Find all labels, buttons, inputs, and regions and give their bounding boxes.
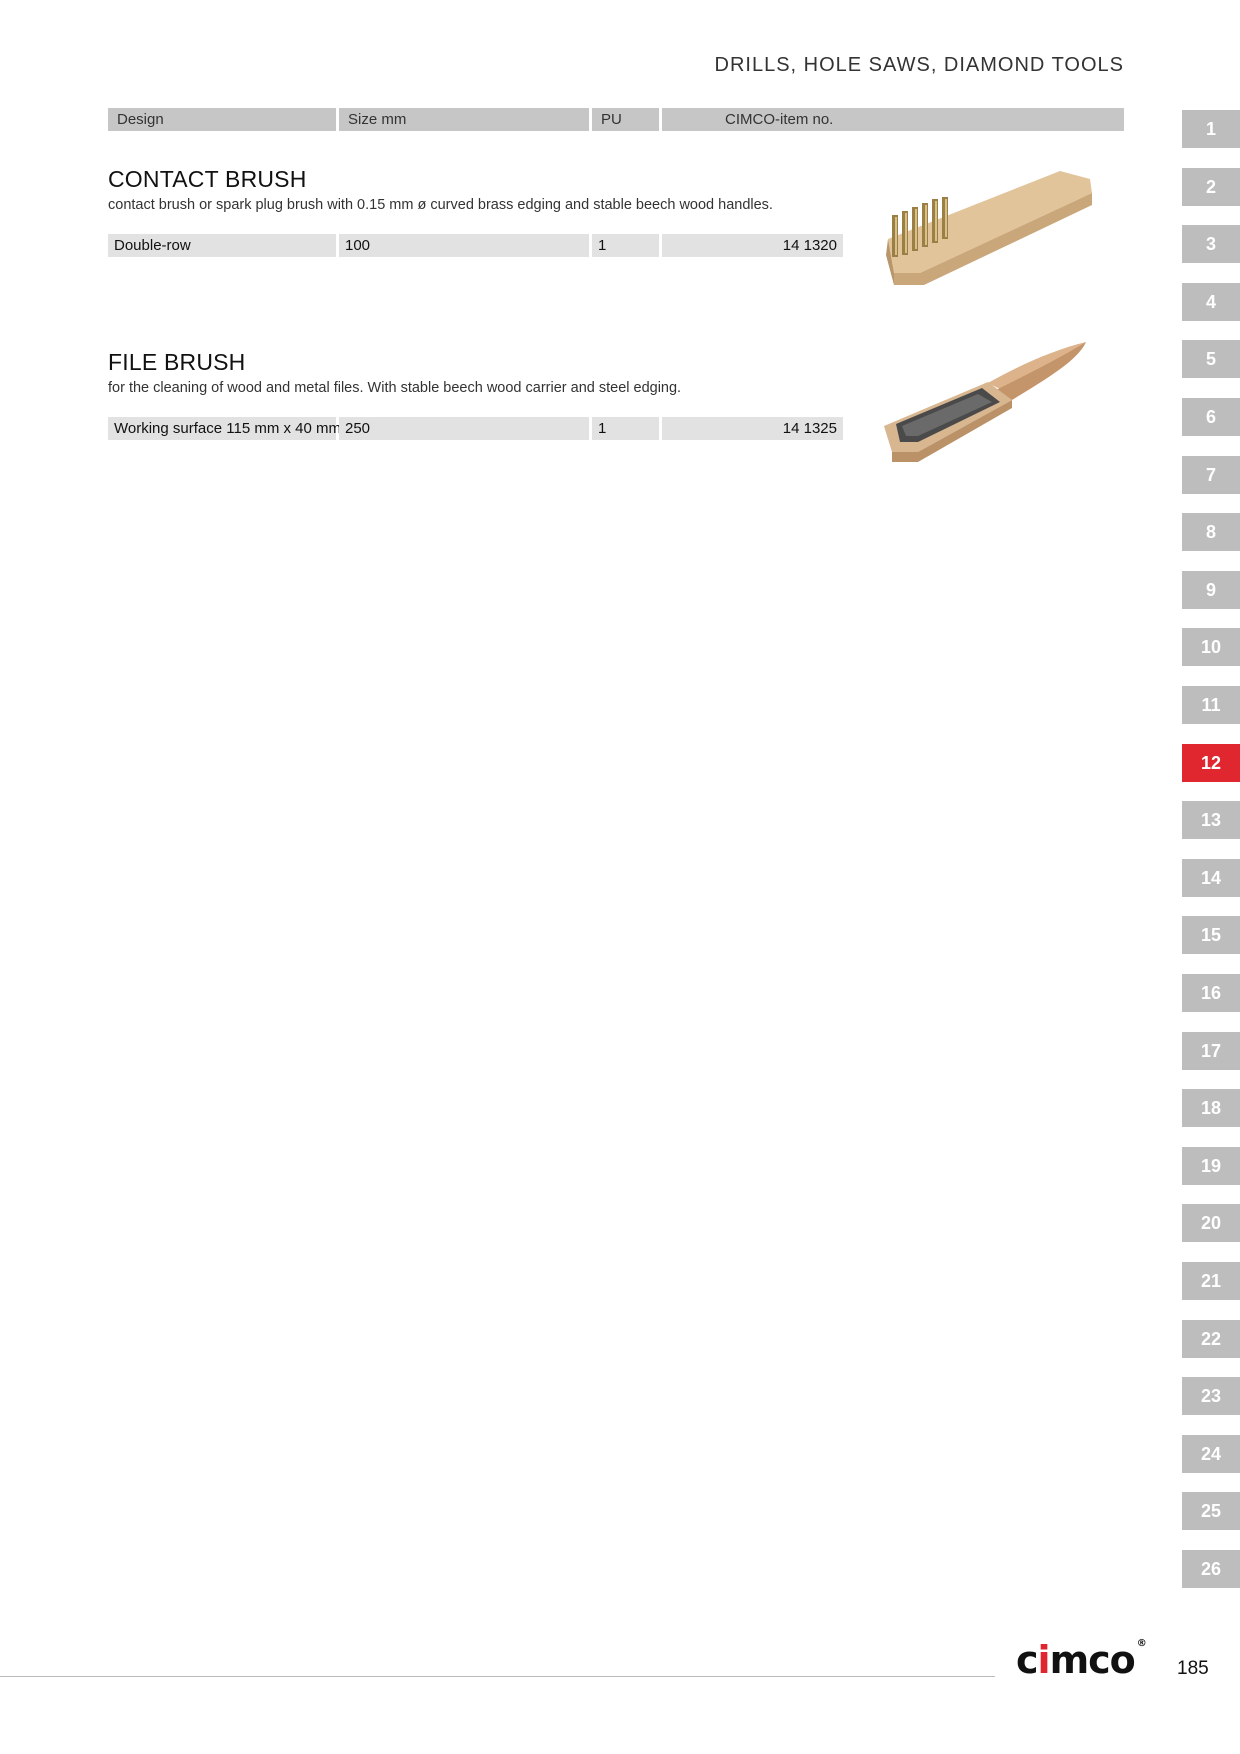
tab-7[interactable]: 7 bbox=[1182, 455, 1240, 494]
logo-letters-rest: mco bbox=[1049, 1638, 1136, 1682]
cell-design: Working surface 115 mm x 40 mm bbox=[108, 417, 341, 440]
product-title-contact-brush: CONTACT BRUSH bbox=[108, 166, 307, 192]
tab-25[interactable]: 25 bbox=[1182, 1492, 1240, 1531]
registered-mark: ® bbox=[1136, 1638, 1147, 1649]
logo-letter-c: c bbox=[1016, 1638, 1039, 1682]
file-brush-image bbox=[878, 338, 1093, 478]
logo-letter-i: i bbox=[1037, 1638, 1051, 1682]
page-section-title: DRILLS, HOLE SAWS, DIAMOND TOOLS bbox=[714, 54, 1124, 76]
cell-item-no: 14 1320 bbox=[662, 234, 843, 257]
tab-1[interactable]: 1 bbox=[1182, 110, 1240, 148]
tab-11[interactable]: 11 bbox=[1182, 686, 1240, 724]
table-row: Double-row 100 1 14 1320 bbox=[108, 234, 843, 257]
column-header-size: Size mm bbox=[339, 108, 589, 131]
page-number: 185 bbox=[1177, 1658, 1209, 1679]
column-header-item-no: CIMCO-item no. bbox=[662, 108, 1124, 131]
column-header-pu: PU bbox=[592, 108, 659, 131]
tab-24[interactable]: 24 bbox=[1182, 1434, 1240, 1473]
tab-3[interactable]: 3 bbox=[1182, 225, 1240, 264]
tab-20[interactable]: 20 bbox=[1182, 1204, 1240, 1243]
tab-2[interactable]: 2 bbox=[1182, 167, 1240, 206]
cell-pu: 1 bbox=[592, 234, 659, 257]
footer-divider bbox=[0, 1676, 995, 1677]
column-header-row: Design Size mm PU CIMCO-item no. bbox=[108, 108, 1124, 131]
tab-14[interactable]: 14 bbox=[1182, 858, 1240, 897]
contact-brush-image bbox=[880, 165, 1095, 295]
tab-16[interactable]: 16 bbox=[1182, 974, 1240, 1012]
column-header-design: Design bbox=[108, 108, 336, 131]
cell-size: 250 bbox=[339, 417, 589, 440]
tab-9[interactable]: 9 bbox=[1182, 570, 1240, 609]
tab-18[interactable]: 18 bbox=[1182, 1089, 1240, 1128]
product-description-contact-brush: contact brush or spark plug brush with 0… bbox=[108, 197, 773, 213]
table-row: Working surface 115 mm x 40 mm 250 1 14 … bbox=[108, 417, 843, 440]
cell-pu: 1 bbox=[592, 417, 659, 440]
cell-size: 100 bbox=[339, 234, 589, 257]
tab-15[interactable]: 15 bbox=[1182, 916, 1240, 955]
cimco-logo: cimco® bbox=[1016, 1638, 1147, 1682]
tab-17[interactable]: 17 bbox=[1182, 1031, 1240, 1070]
product-description-file-brush: for the cleaning of wood and metal files… bbox=[108, 380, 682, 396]
tab-13[interactable]: 13 bbox=[1182, 801, 1240, 840]
tab-19[interactable]: 19 bbox=[1182, 1146, 1240, 1185]
tab-10[interactable]: 10 bbox=[1182, 628, 1240, 667]
tab-6[interactable]: 6 bbox=[1182, 398, 1240, 436]
cell-design: Double-row bbox=[108, 234, 336, 257]
tab-23[interactable]: 23 bbox=[1182, 1377, 1240, 1416]
tab-8[interactable]: 8 bbox=[1182, 513, 1240, 552]
tab-4[interactable]: 4 bbox=[1182, 282, 1240, 321]
tab-12[interactable]: 12 bbox=[1182, 743, 1240, 782]
cell-item-no: 14 1325 bbox=[662, 417, 843, 440]
tab-5[interactable]: 5 bbox=[1182, 340, 1240, 379]
tab-21[interactable]: 21 bbox=[1182, 1262, 1240, 1300]
product-title-file-brush: FILE BRUSH bbox=[108, 349, 246, 375]
tab-22[interactable]: 22 bbox=[1182, 1319, 1240, 1358]
tab-26[interactable]: 26 bbox=[1182, 1550, 1240, 1588]
